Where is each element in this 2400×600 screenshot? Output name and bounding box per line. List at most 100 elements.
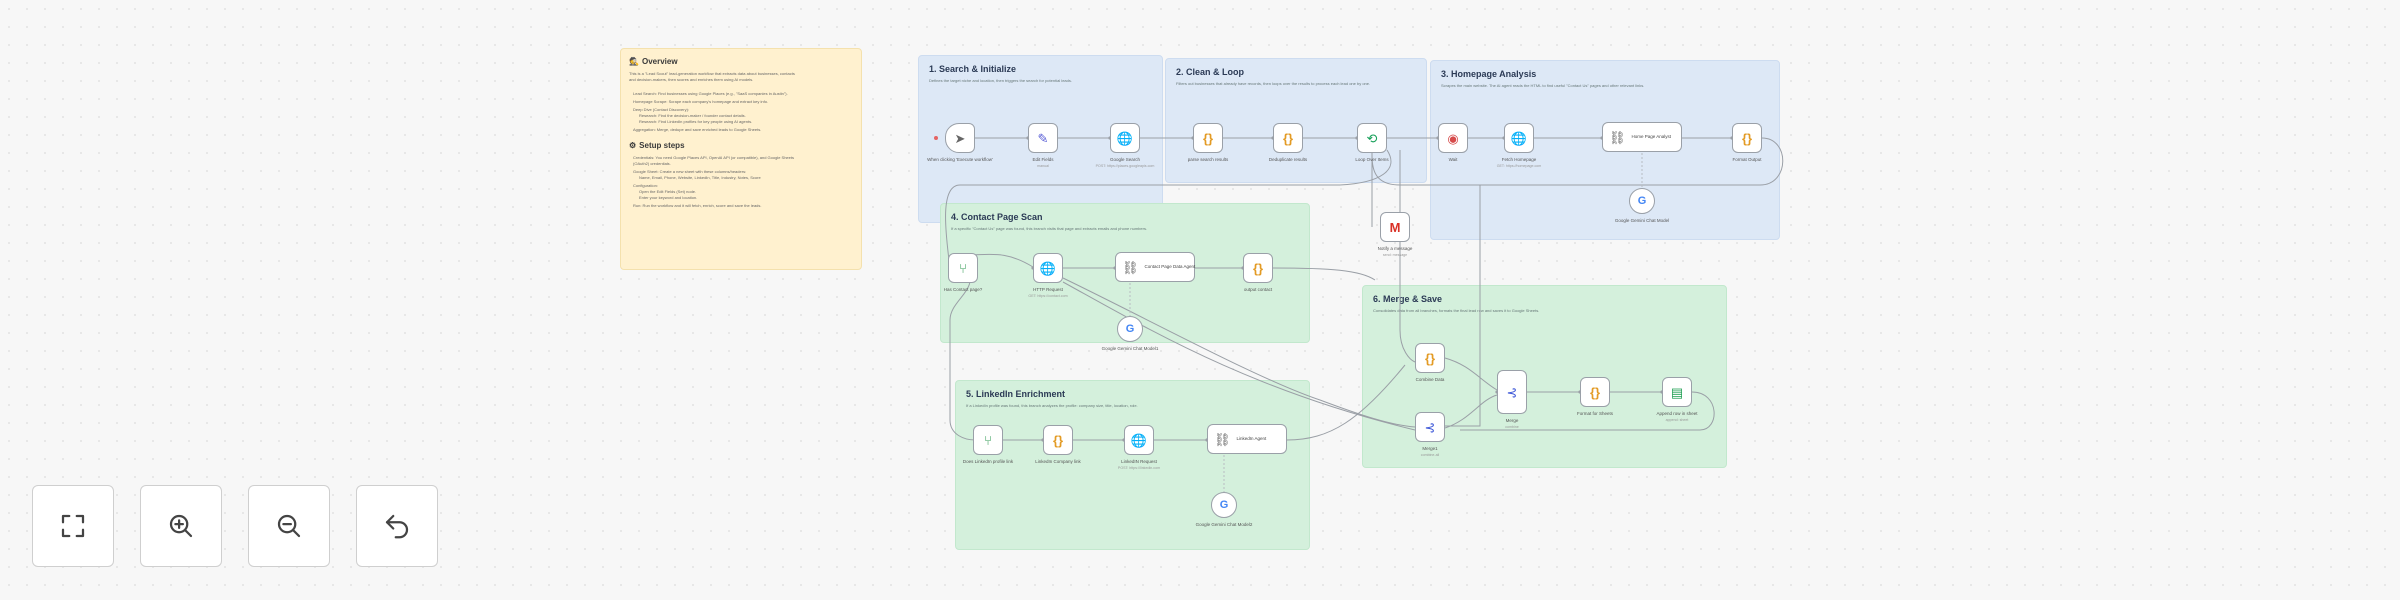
- gemini-chat-model-2-node[interactable]: G: [1211, 492, 1237, 518]
- node-label: Wait: [1448, 157, 1458, 162]
- gmail-icon: M: [1389, 219, 1401, 235]
- branch-icon: ⑂: [959, 260, 967, 276]
- node-label: When clicking 'Execute workflow': [927, 157, 993, 162]
- node-label: Google Gemini Chat Model2: [1195, 522, 1253, 527]
- gemini-chat-model-1-node[interactable]: G: [1117, 316, 1143, 342]
- notify-message-node[interactable]: M: [1380, 212, 1410, 242]
- parse-search-results-node[interactable]: {}: [1193, 123, 1223, 153]
- contact-page-agent-node[interactable]: ⛓ Contact Page Data Agent: [1115, 252, 1195, 282]
- globe-icon: 🌐: [1510, 130, 1528, 146]
- node-label: Google Gemini Chat Model1: [1101, 346, 1159, 351]
- gemini-icon: G: [1637, 195, 1647, 207]
- pencil-icon: ✎: [1037, 130, 1049, 146]
- overview-title: Overview: [641, 57, 678, 66]
- node-subtitle: send: message: [1382, 253, 1408, 257]
- section-title: 4. Contact Page Scan: [951, 212, 1043, 222]
- deduplicate-node[interactable]: {}: [1273, 123, 1303, 153]
- node-label: Does LinkedIn profile link: [962, 459, 1014, 464]
- zoom-out-icon: [277, 514, 301, 538]
- node-label: Merge1: [1422, 446, 1438, 451]
- edit-fields-node[interactable]: ✎: [1028, 123, 1058, 153]
- globe-icon: 🌐: [1116, 130, 1134, 146]
- overview-bullet: Research: Find LinkedIn profiles for key…: [639, 119, 753, 124]
- node-label: Edit Fields: [1032, 157, 1054, 162]
- gemini-icon: G: [1125, 323, 1135, 335]
- section-title: 6. Merge & Save: [1373, 294, 1443, 304]
- zoom-in-button[interactable]: [140, 485, 222, 567]
- homepage-analyst-agent-node[interactable]: ⛓ Home Page Analyst: [1602, 122, 1682, 152]
- setup-line: Credentials: You need Google Places API,…: [633, 155, 794, 160]
- code-icon: {}: [1252, 260, 1264, 276]
- section-title: 1. Search & Initialize: [929, 64, 1017, 74]
- gemini-chat-model-node[interactable]: G: [1629, 188, 1655, 214]
- node-label: HTTP Request: [1033, 287, 1063, 292]
- agent-icon: ⛓: [1609, 129, 1626, 145]
- node-label: parse search results: [1187, 157, 1229, 162]
- append-row-sheet-node[interactable]: ▤: [1662, 377, 1692, 407]
- node-subtitle: GET: https://contact.com: [1028, 294, 1068, 298]
- setup-line: Configuration:: [633, 183, 658, 188]
- has-contact-page-node[interactable]: ⑂: [948, 253, 978, 283]
- code-icon: {}: [1282, 130, 1294, 146]
- overview-bullet: Lead Search: Find businesses using Googl…: [633, 91, 788, 96]
- code-icon: {}: [1741, 130, 1753, 146]
- merge-icon: ⊰: [1506, 384, 1518, 400]
- code-icon: {}: [1589, 384, 1601, 400]
- merge1-node[interactable]: ⊰: [1415, 412, 1445, 442]
- node-label: Has Contact page?: [943, 287, 983, 292]
- linkedin-company-link-node[interactable]: {}: [1043, 425, 1073, 455]
- zoom-in-icon: [169, 514, 193, 538]
- section-description: Defines the target niche and location, t…: [929, 78, 1072, 83]
- google-search-node[interactable]: 🌐: [1110, 123, 1140, 153]
- node-label: Merge: [1505, 418, 1519, 423]
- has-linkedin-node[interactable]: ⑂: [973, 425, 1003, 455]
- node-label: Append row in sheet: [1656, 411, 1698, 416]
- linkedin-agent-node[interactable]: ⛓ LinkedIn Agent: [1207, 424, 1287, 454]
- fit-view-button[interactable]: [32, 485, 114, 567]
- node-label: Contact Page Data Agent: [1144, 264, 1196, 269]
- section-linkedin-enrichment[interactable]: 5. LinkedIn Enrichment If a LinkedIn pro…: [955, 380, 1310, 550]
- fit-view-icon: [61, 514, 85, 538]
- section-description: If a LinkedIn profile was found, this br…: [966, 403, 1138, 408]
- node-label: Combine Data: [1415, 377, 1445, 382]
- fetch-homepage-node[interactable]: 🌐: [1504, 123, 1534, 153]
- node-label: Loop Over Items: [1355, 157, 1389, 162]
- overview-sticky-note[interactable]: 🕵Overview This is a "Lead Scout" lead-ge…: [620, 48, 862, 270]
- section-description: If a specific "Contact Us" page was foun…: [951, 226, 1148, 231]
- node-subtitle: combine-all: [1420, 453, 1440, 457]
- manual-trigger-node[interactable]: ➤: [945, 123, 975, 153]
- merge-icon: ⊰: [1424, 419, 1436, 435]
- overview-bullet: Homepage Scrape: Scrape each company's h…: [633, 99, 769, 104]
- code-icon: {}: [1202, 130, 1214, 146]
- linkedin-request-node[interactable]: 🌐: [1124, 425, 1154, 455]
- overview-para-line-2: and decision-makers, then scores and enr…: [629, 77, 754, 82]
- section-title: 3. Homepage Analysis: [1441, 69, 1537, 79]
- code-icon: {}: [1052, 432, 1064, 448]
- format-output-node[interactable]: {}: [1732, 123, 1762, 153]
- section-title: 2. Clean & Loop: [1176, 67, 1245, 77]
- node-label: Google Gemini Chat Model: [1614, 218, 1670, 223]
- node-label: Home Page Analyst: [1631, 134, 1672, 139]
- node-subtitle: POST: https://places.googleapis.com: [1095, 164, 1155, 168]
- setup-line: (OAuth2) credentials.: [633, 161, 671, 166]
- section-description: Consolidates data from all branches, for…: [1373, 308, 1540, 313]
- merge-node[interactable]: ⊰: [1497, 370, 1527, 414]
- overview-bullet: Research: Find the decision-maker / foun…: [639, 113, 746, 118]
- gear-icon: ⚙: [629, 141, 637, 150]
- combine-data-node[interactable]: {}: [1415, 343, 1445, 373]
- format-for-sheets-node[interactable]: {}: [1580, 377, 1610, 407]
- zoom-out-button[interactable]: [248, 485, 330, 567]
- sheets-icon: ▤: [1670, 384, 1684, 400]
- node-label: Deduplicate results: [1268, 157, 1308, 162]
- loop-over-items-node[interactable]: ⟲: [1357, 123, 1387, 153]
- node-label: Format Output: [1732, 157, 1762, 162]
- section-description: Scrapes the main website. The AI agent r…: [1441, 83, 1645, 88]
- section-clean-loop[interactable]: 2. Clean & Loop Filters out businesses t…: [1165, 58, 1427, 183]
- reset-zoom-button[interactable]: [356, 485, 438, 567]
- http-request-node[interactable]: 🌐: [1033, 253, 1063, 283]
- wait-node[interactable]: ◉: [1438, 123, 1468, 153]
- output-contact-node[interactable]: {}: [1243, 253, 1273, 283]
- code-icon: {}: [1424, 350, 1436, 366]
- node-subtitle: append: sheet: [1665, 418, 1689, 422]
